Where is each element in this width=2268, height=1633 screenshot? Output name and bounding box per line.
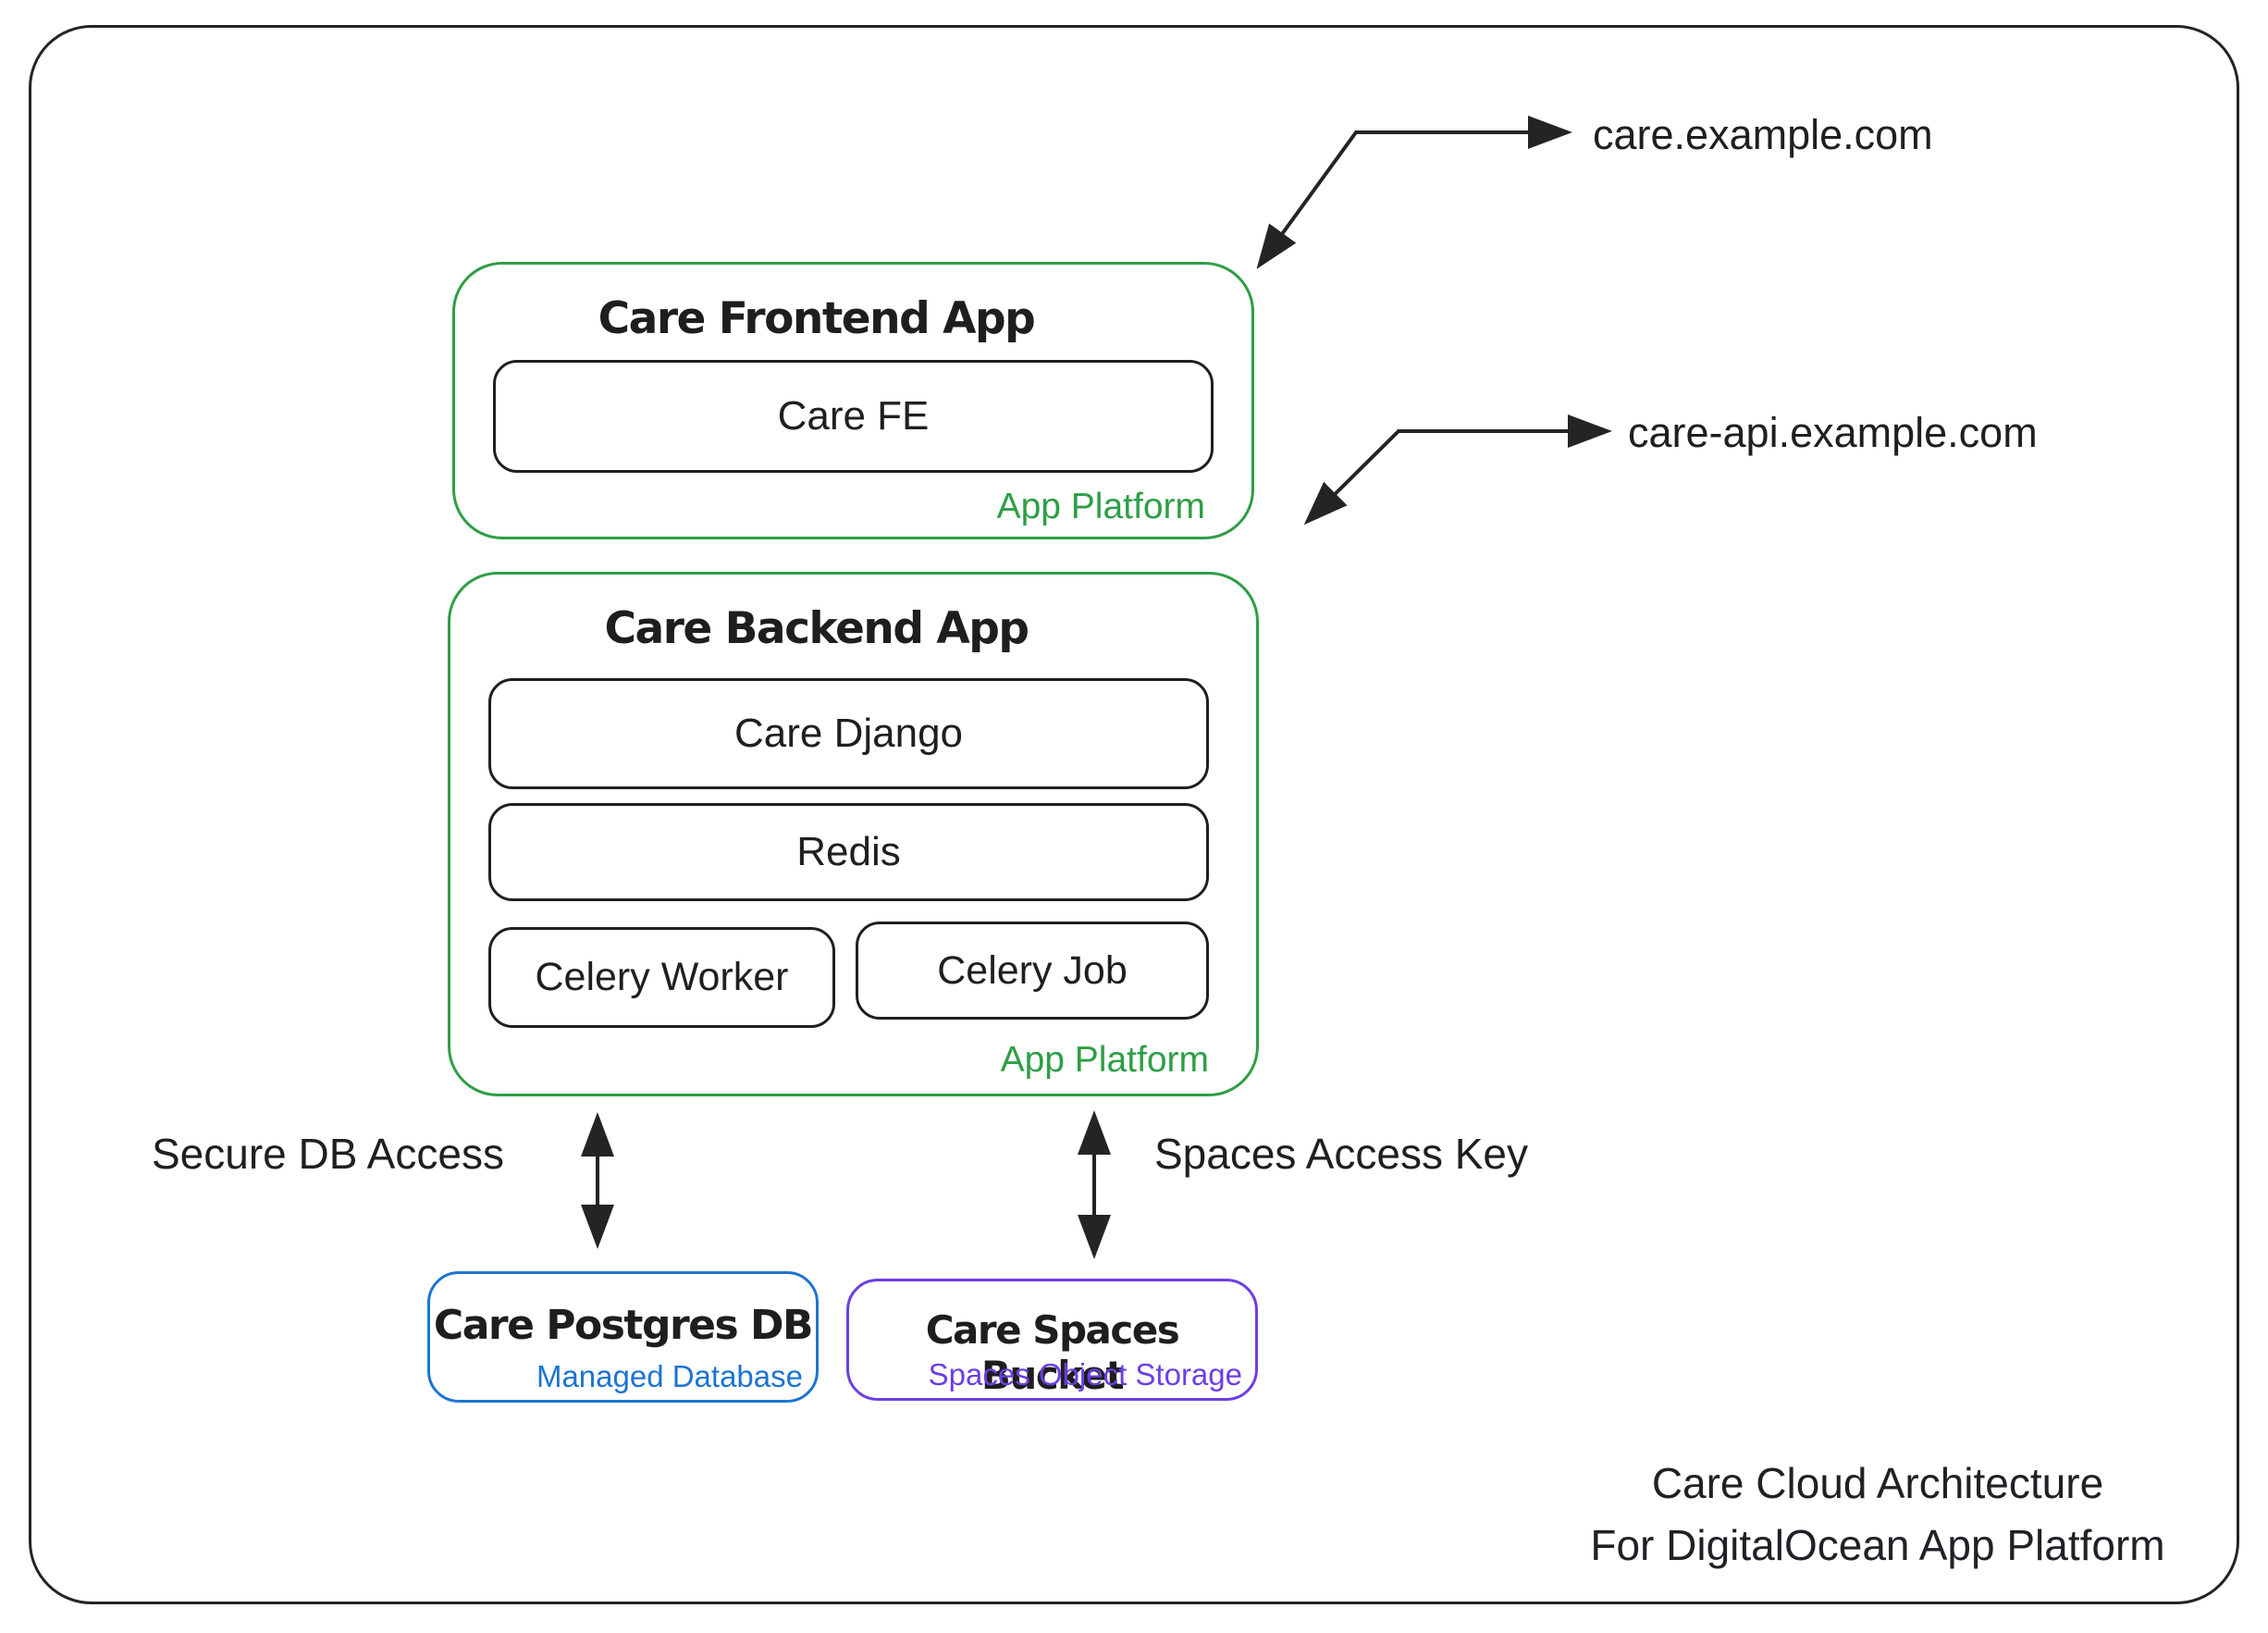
component-care-fe: Care FE [493,360,1214,473]
component-care-django: Care Django [488,678,1209,789]
spaces-bucket-subtitle: Spaces Object Storage [928,1357,1242,1392]
component-redis: Redis [488,803,1209,901]
diagram-caption: Care Cloud Architecture For DigitalOcean… [1535,1453,2220,1577]
diagram-border [29,25,2239,1604]
spaces-bucket-title: Care Spaces Bucket [925,1307,1180,1398]
backend-app-group: Care Backend App Care Django Redis Celer… [448,572,1259,1096]
component-care-django-label: Care Django [733,711,964,756]
postgres-db-box: Care Postgres DB Managed Database [427,1271,819,1403]
frontend-app-title: Care Frontend App [598,293,1036,344]
frontend-platform-label: App Platform [996,487,1205,526]
postgres-db-title: Care Postgres DB [433,1302,814,1349]
component-celery-worker: Celery Worker [488,927,835,1028]
component-care-fe-label: Care FE [777,393,930,439]
frontend-app-group: Care Frontend App Care FE App Platform [452,262,1254,539]
component-redis-label: Redis [796,829,901,874]
secure-db-access-label: Secure DB Access [152,1130,504,1178]
component-celery-worker-label: Celery Worker [535,955,789,999]
backend-app-title: Care Backend App [604,603,1029,654]
component-celery-job: Celery Job [856,922,1209,1020]
backend-domain-label: care-api.example.com [1628,409,2038,456]
frontend-domain-label: care.example.com [1593,111,1933,158]
caption-line-1: Care Cloud Architecture [1651,1459,2104,1507]
postgres-db-subtitle: Managed Database [536,1359,803,1393]
backend-platform-label: App Platform [1000,1040,1209,1080]
component-celery-job-label: Celery Job [937,947,1128,993]
spaces-access-key-label: Spaces Access Key [1154,1130,1528,1178]
spaces-bucket-box: Care Spaces Bucket Spaces Object Storage [846,1279,1258,1401]
caption-line-2: For DigitalOcean App Platform [1590,1521,2165,1569]
